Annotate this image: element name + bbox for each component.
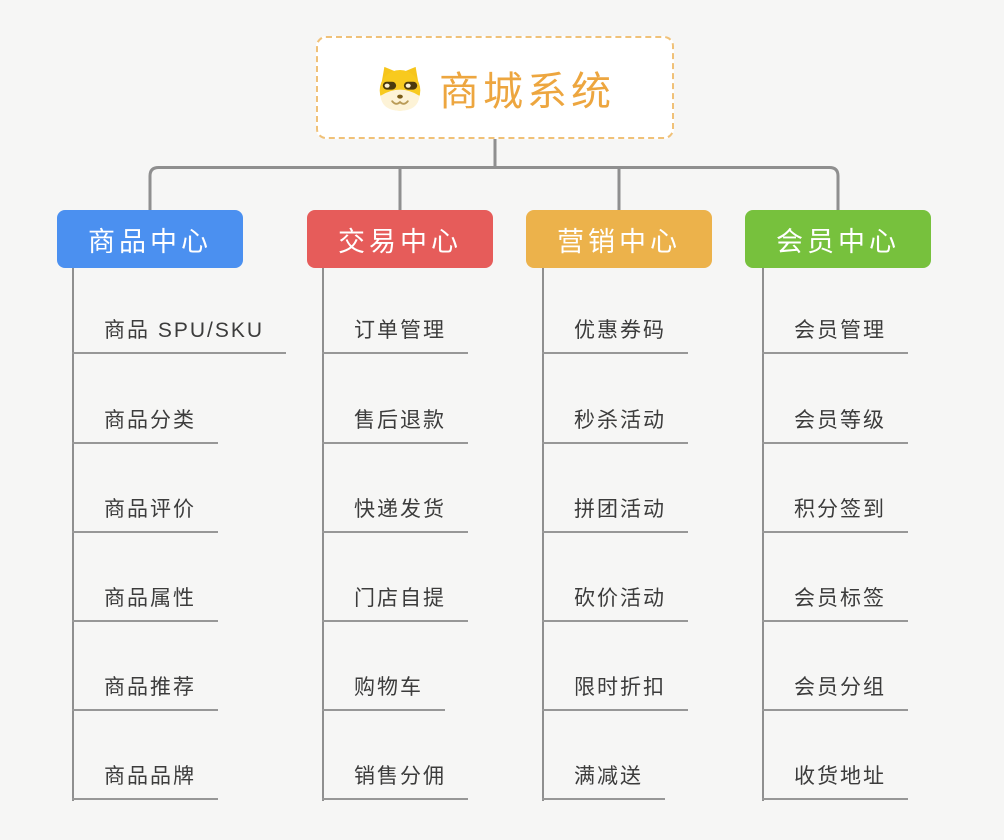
leaf-topic[interactable]: 限时折扣	[542, 673, 688, 711]
leaf-topic[interactable]: 会员标签	[762, 584, 908, 622]
leaf-topic[interactable]: 商品评价	[72, 495, 218, 533]
leaf-topic[interactable]: 积分签到	[762, 495, 908, 533]
branch-node-member-center[interactable]: 会员中心	[745, 210, 931, 268]
branch-node-trade-center[interactable]: 交易中心	[307, 210, 493, 268]
leaf-topic[interactable]: 拼团活动	[542, 495, 688, 533]
leaf-topic[interactable]: 销售分佣	[322, 762, 468, 800]
leaf-topic[interactable]: 商品推荐	[72, 673, 218, 711]
root-title: 商城系统	[439, 69, 615, 114]
leaf-topic[interactable]: 砍价活动	[542, 584, 688, 622]
leaf-topic[interactable]: 订单管理	[322, 316, 468, 354]
leaf-topic[interactable]: 满减送	[542, 762, 665, 800]
leaf-topic[interactable]: 快递发货	[322, 495, 468, 533]
leaf-topic[interactable]: 商品 SPU/SKU	[72, 316, 287, 354]
leaf-topic[interactable]: 商品分类	[72, 406, 218, 444]
leaf-topic[interactable]: 商品品牌	[72, 762, 218, 800]
leaf-topic[interactable]: 会员管理	[762, 316, 908, 354]
leaf-topic[interactable]: 售后退款	[322, 406, 468, 444]
leaf-topic[interactable]: 购物车	[322, 673, 445, 711]
leaf-topic[interactable]: 优惠券码	[542, 316, 688, 354]
branch-node-marketing-center[interactable]: 营销中心	[526, 210, 712, 268]
leaf-topic[interactable]: 门店自提	[322, 584, 468, 622]
leaf-topic[interactable]: 会员等级	[762, 406, 908, 444]
shiba-dog-icon	[379, 66, 421, 111]
leaf-topic[interactable]: 会员分组	[762, 673, 908, 711]
leaf-topic[interactable]: 秒杀活动	[542, 406, 688, 444]
branch-node-product-center[interactable]: 商品中心	[57, 210, 243, 268]
root-node[interactable]: 商城系统	[316, 36, 674, 139]
leaf-topic[interactable]: 商品属性	[72, 584, 218, 622]
leaf-topic[interactable]: 收货地址	[762, 762, 908, 800]
